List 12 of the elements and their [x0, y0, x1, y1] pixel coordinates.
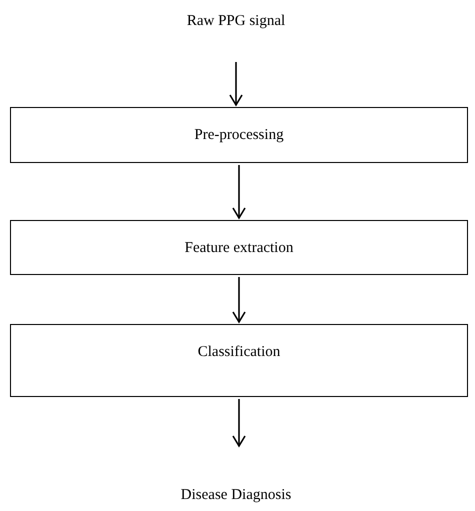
step-label: Pre-processing	[194, 126, 284, 144]
process-box	[10, 220, 468, 275]
arrow	[232, 165, 246, 219]
process-box	[10, 324, 468, 397]
step-label: Feature extraction	[184, 238, 294, 256]
step-label: Disease Diagnosis	[180, 486, 292, 504]
arrow	[229, 62, 243, 106]
step-label: Raw PPG signal	[186, 12, 286, 30]
step-label: Classification	[198, 343, 280, 361]
process-box	[10, 107, 468, 163]
arrow	[232, 277, 246, 323]
arrow	[232, 399, 246, 447]
